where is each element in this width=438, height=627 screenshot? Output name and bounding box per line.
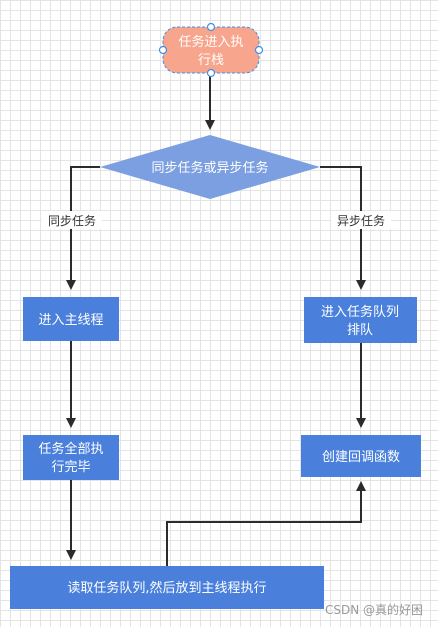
decision-node-text: 同步任务或异步任务 bbox=[151, 160, 268, 176]
sync-done-node-line2: 行完毕 bbox=[51, 460, 90, 475]
edge-label-sync: 同步任务 bbox=[42, 211, 102, 229]
selection-handle-top[interactable] bbox=[206, 22, 216, 32]
selection-handle-left[interactable] bbox=[158, 45, 168, 55]
decision-node[interactable]: 同步任务或异步任务 bbox=[100, 135, 320, 199]
sync-done-node-line1: 任务全部执 bbox=[38, 441, 103, 457]
task-queue-node[interactable]: 进入任务队列 排队 bbox=[304, 297, 417, 343]
start-node[interactable]: 任务进入执 行栈 bbox=[162, 26, 260, 74]
edge-label-async: 异步任务 bbox=[331, 211, 391, 229]
start-node-line1: 任务进入执 bbox=[178, 34, 243, 50]
connector-read-queue-to-callback[interactable] bbox=[166, 481, 366, 566]
watermark: CSDN @真的好困 bbox=[325, 602, 423, 617]
selection-handle-right[interactable] bbox=[254, 45, 264, 55]
task-queue-node-line2: 排队 bbox=[347, 323, 373, 338]
main-thread-node[interactable]: 进入主线程 bbox=[23, 297, 119, 341]
connector-decision-to-main-thread[interactable] bbox=[66, 166, 100, 290]
sync-done-node[interactable]: 任务全部执 行完毕 bbox=[23, 435, 119, 480]
read-queue-node-text: 读取任务队列,然后放到主线程执行 bbox=[67, 580, 266, 596]
callback-node-text: 创建回调函数 bbox=[322, 450, 400, 465]
connector-decision-to-task-queue[interactable] bbox=[320, 166, 366, 290]
selection-handle-bottom[interactable] bbox=[206, 68, 216, 78]
read-queue-node[interactable]: 读取任务队列,然后放到主线程执行 bbox=[10, 566, 324, 609]
callback-node[interactable]: 创建回调函数 bbox=[301, 435, 421, 477]
task-queue-node-line1: 进入任务队列 bbox=[321, 304, 399, 320]
edge-label-async-text: 异步任务 bbox=[337, 213, 385, 228]
edge-label-sync-text: 同步任务 bbox=[48, 213, 96, 228]
start-node-line2: 行栈 bbox=[198, 53, 224, 68]
main-thread-node-text: 进入主线程 bbox=[38, 313, 103, 328]
